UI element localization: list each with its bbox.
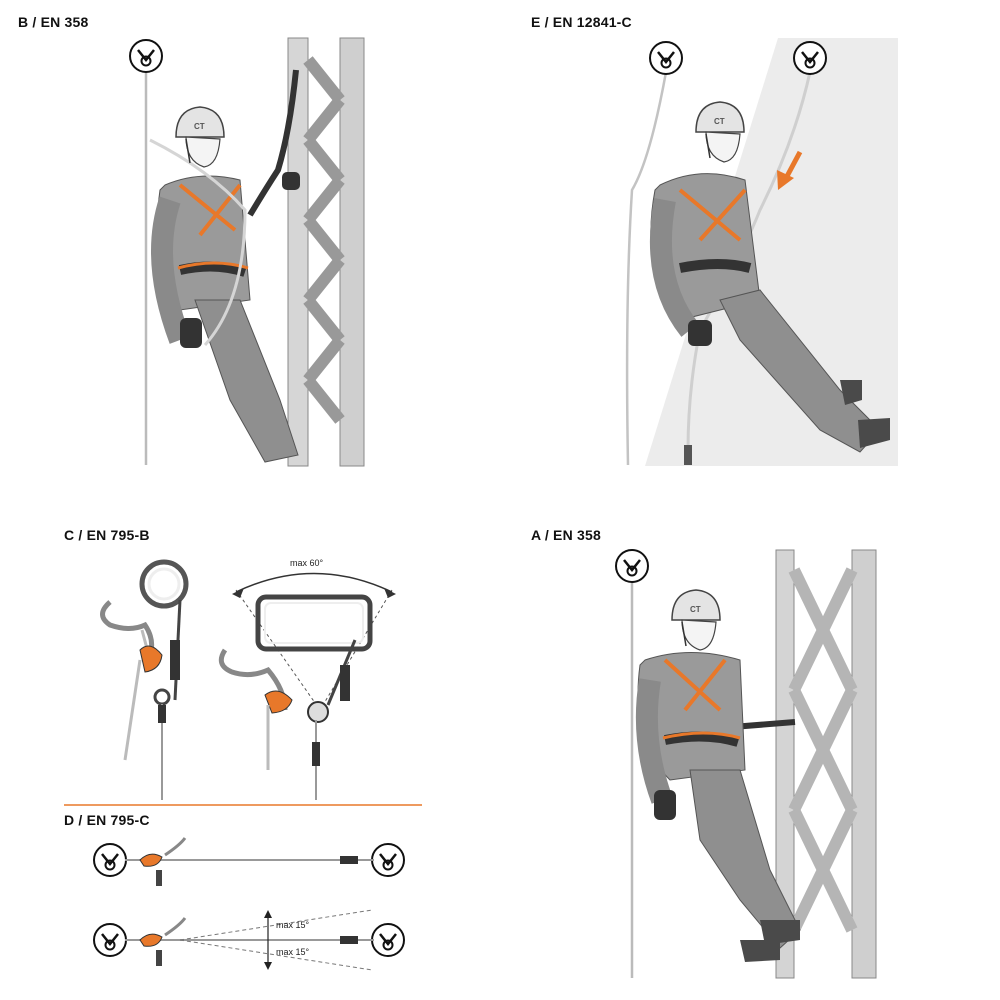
panel-label-e: E / EN 12841-C bbox=[531, 14, 632, 30]
anchor-icon bbox=[92, 842, 128, 878]
helmet-icon bbox=[671, 589, 721, 651]
panel-label-d: D / EN 795-C bbox=[64, 812, 150, 828]
panel-a-illustration bbox=[614, 548, 877, 979]
anchor-icon bbox=[614, 548, 650, 584]
angle-note-max-15-top: max 15° bbox=[276, 920, 310, 930]
panel-label-b: B / EN 358 bbox=[18, 14, 89, 30]
anchor-icon bbox=[128, 38, 164, 74]
panel-label-a: A / EN 358 bbox=[531, 527, 601, 543]
panel-e-illustration bbox=[625, 38, 898, 466]
anchor-icon bbox=[370, 922, 406, 958]
helmet-icon bbox=[695, 101, 745, 163]
angle-note-max-15-bottom: max 15° bbox=[276, 947, 310, 957]
panel-c-illustration: max 60° bbox=[64, 558, 422, 806]
anchor-icon bbox=[92, 922, 128, 958]
panel-d-illustration: max 15° max 15° bbox=[92, 837, 406, 971]
angle-note-max-60: max 60° bbox=[290, 558, 324, 568]
panel-label-c: C / EN 795-B bbox=[64, 527, 150, 543]
anchor-icon bbox=[792, 40, 828, 76]
anchor-icon bbox=[648, 40, 684, 76]
panel-b-illustration bbox=[128, 37, 365, 467]
anchor-icon bbox=[370, 842, 406, 878]
